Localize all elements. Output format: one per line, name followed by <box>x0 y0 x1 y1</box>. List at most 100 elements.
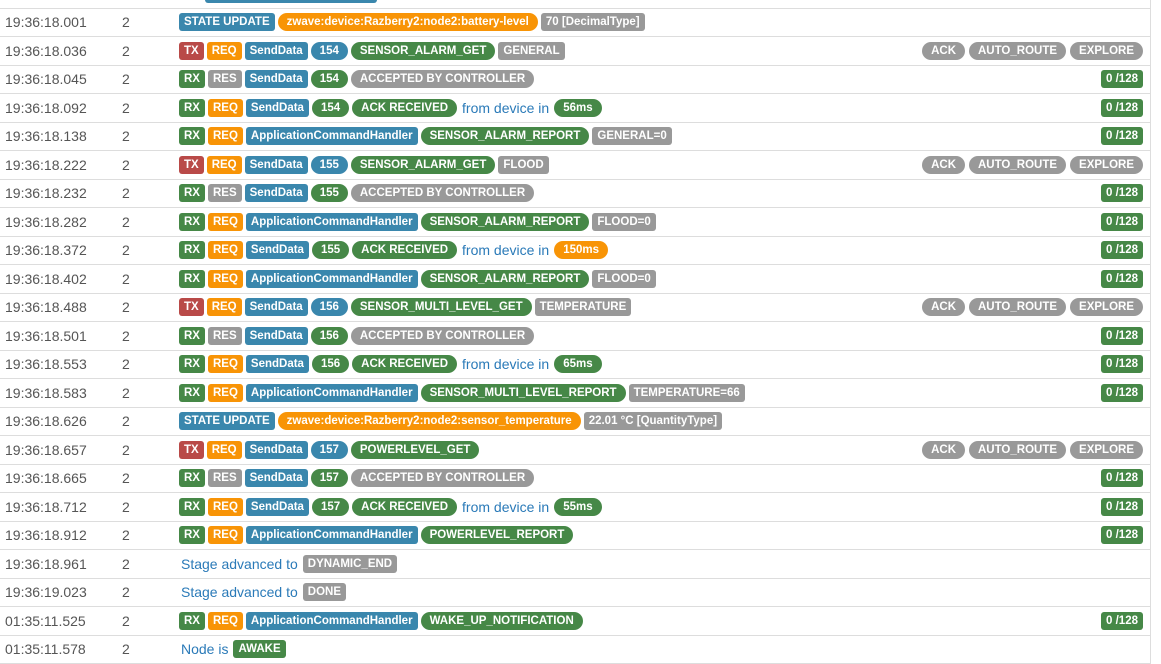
badge-req: REQ <box>207 611 243 630</box>
badge-rx: RX <box>179 497 205 516</box>
flag-0-128: 0 /128 <box>1101 326 1143 345</box>
badge-res: RES <box>207 326 242 345</box>
badge-applicationcommandhandler: ApplicationCommandHandler <box>245 526 418 545</box>
badge-sensor-multi-level-report: SENSOR_MULTI_LEVEL_REPORT <box>420 383 626 402</box>
badge-156: 156 <box>310 326 348 345</box>
badge-temperature-66: TEMPERATURE=66 <box>628 383 745 402</box>
badge-rx: RX <box>179 98 205 117</box>
badge-accepted-by-controller: ACCEPTED BY CONTROLLER <box>350 326 535 345</box>
badge-accepted-by-controller: ACCEPTED BY CONTROLLER <box>350 70 535 89</box>
flag-0-128: 0 /128 <box>1101 611 1143 630</box>
badge-rx: RX <box>179 184 205 203</box>
badge-senddata: SendData <box>244 440 308 459</box>
node-id: 2 <box>122 299 130 316</box>
node-id: 2 <box>122 527 130 544</box>
row-flags: 0 /128 <box>1101 469 1143 488</box>
badge-ack-received: ACK RECEIVED <box>352 497 458 516</box>
timestamp: 19:36:18.961 <box>5 555 87 572</box>
flag-0-128: 0 /128 <box>1101 212 1143 231</box>
flag-ack: ACK <box>922 440 965 459</box>
flag-0-128: 0 /128 <box>1101 98 1143 117</box>
badge-applicationcommandhandler: ApplicationCommandHandler <box>245 127 418 146</box>
badge-tx: TX <box>179 298 204 317</box>
badge-155: 155 <box>310 155 348 174</box>
timestamp: 19:36:18.222 <box>5 156 87 173</box>
badge-rx: RX <box>179 212 205 231</box>
timestamp: 19:36:18.912 <box>5 527 87 544</box>
badge-tx: TX <box>179 440 204 459</box>
timestamp: 19:36:18.501 <box>5 327 87 344</box>
badge-req: REQ <box>207 212 243 231</box>
timestamp: 19:36:18.372 <box>5 242 87 259</box>
badge-powerlevel-report: POWERLEVEL_REPORT <box>420 526 574 545</box>
badge-senddata: SendData <box>245 355 309 374</box>
badge-req: REQ <box>206 41 242 60</box>
flag-0-128: 0 /128 <box>1101 127 1143 146</box>
badge-rx: RX <box>179 127 205 146</box>
timestamp: 19:36:19.023 <box>5 584 87 601</box>
row-flags: 0 /128 <box>1101 127 1143 146</box>
badge-154: 154 <box>310 70 348 89</box>
timestamp: 19:36:18.232 <box>5 185 87 202</box>
flag-0-128: 0 /128 <box>1101 469 1143 488</box>
node-id: 2 <box>122 555 130 572</box>
message: ApplicationCommandHandler <box>179 0 411 3</box>
flag-explore: EXPLORE <box>1070 298 1143 317</box>
badge-154: 154 <box>311 98 350 117</box>
badge-ack-received: ACK RECEIVED <box>352 355 458 374</box>
flag-0-128: 0 /128 <box>1101 355 1143 374</box>
flag-explore: EXPLORE <box>1070 41 1143 60</box>
timestamp: 19:36:18.583 <box>5 384 87 401</box>
badge-zwave-device-razberry2-node2-sensor-temperature: zwave:device:Razberry2:node2:sensor_temp… <box>277 412 581 431</box>
node-id: 2 <box>122 156 130 173</box>
badge-senddata: SendData <box>245 241 309 260</box>
timestamp: 19:36:18.282 <box>5 213 87 230</box>
flag-auto-route: AUTO_ROUTE <box>969 155 1067 174</box>
node-id: 2 <box>122 441 130 458</box>
badge-22-01-c-quantitytype: 22.01 °C [QuantityType] <box>583 412 723 431</box>
badge-157: 157 <box>310 469 348 488</box>
flag-0-128: 0 /128 <box>1101 70 1143 89</box>
row-flags: 0 /128 <box>1101 383 1143 402</box>
timestamp: 19:36:18.001 <box>5 14 87 31</box>
badge-rx: RX <box>179 241 205 260</box>
badge-req: REQ <box>207 241 243 260</box>
badge-154: 154 <box>310 41 348 60</box>
badge-senddata: SendData <box>244 469 308 488</box>
badge-rx: RX <box>179 355 205 374</box>
log-row[interactable]: ApplicationCommandHandler <box>0 0 1150 9</box>
timestamp: 19:36:18.657 <box>5 441 87 458</box>
message-text: Node is <box>181 641 229 658</box>
node-id: 2 <box>122 413 130 430</box>
badge-wake-up-notification: WAKE_UP_NOTIFICATION <box>420 611 583 630</box>
